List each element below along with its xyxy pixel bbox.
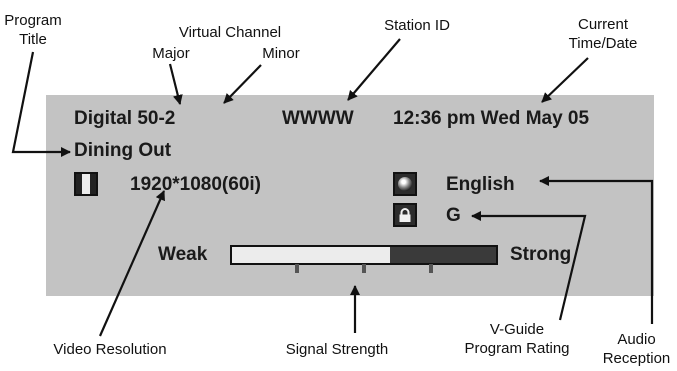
resolution-icon bbox=[74, 172, 98, 196]
audio-reception-icon bbox=[393, 172, 417, 196]
audio-reception-arrow bbox=[539, 176, 654, 324]
current-time-date-arrow bbox=[541, 57, 589, 103]
signal-strong-label: Strong bbox=[510, 244, 572, 265]
lock-icon bbox=[393, 203, 417, 227]
minor-callout: Minor bbox=[262, 45, 300, 62]
audio-reception-callout-line2: Reception bbox=[602, 350, 671, 367]
program-rating: G bbox=[446, 205, 461, 226]
signal-tick-3 bbox=[429, 264, 433, 273]
signal-strength-callout: Signal Strength bbox=[285, 341, 389, 358]
program-title-arrow bbox=[11, 51, 71, 157]
major-arrow bbox=[168, 63, 183, 105]
current-time-date-callout: Current Time/Date bbox=[558, 15, 648, 53]
video-resolution-arrow bbox=[98, 190, 166, 337]
vguide-rating-callout-line1: V-Guide bbox=[489, 321, 545, 338]
audio-language: English bbox=[446, 174, 515, 195]
program-title-callout-line1: Program bbox=[4, 12, 62, 29]
program-title-callout-line2: Title bbox=[19, 31, 47, 48]
station-id-arrow bbox=[347, 38, 401, 101]
video-resolution-callout: Video Resolution bbox=[53, 341, 167, 358]
current-time-date-callout-line1: Current bbox=[577, 16, 629, 33]
channel-number: Digital 50-2 bbox=[74, 108, 176, 129]
current-time-date: 12:36 pm Wed May 05 bbox=[393, 108, 590, 129]
major-callout: Major bbox=[152, 45, 190, 62]
minor-arrow bbox=[223, 64, 262, 104]
station-id: WWWW bbox=[282, 108, 354, 129]
program-title: Dining Out bbox=[74, 140, 172, 161]
signal-tick-1 bbox=[295, 264, 299, 273]
audio-reception-callout-line1: Audio bbox=[617, 331, 656, 348]
signal-weak-label: Weak bbox=[158, 244, 208, 265]
vguide-rating-arrow bbox=[471, 211, 587, 321]
signal-tick-2 bbox=[362, 264, 366, 273]
station-id-callout: Station ID bbox=[384, 17, 450, 34]
virtual-channel-callout: Virtual Channel bbox=[178, 24, 282, 41]
vguide-rating-callout: V-Guide Program Rating bbox=[452, 320, 582, 358]
current-time-date-callout-line2: Time/Date bbox=[568, 35, 638, 52]
video-resolution: 1920*1080(60i) bbox=[130, 174, 261, 195]
vguide-rating-callout-line2: Program Rating bbox=[464, 340, 570, 357]
signal-strength-fill bbox=[232, 247, 391, 263]
audio-reception-callout: Audio Reception bbox=[596, 330, 677, 368]
program-title-callout: Program Title bbox=[0, 11, 66, 49]
